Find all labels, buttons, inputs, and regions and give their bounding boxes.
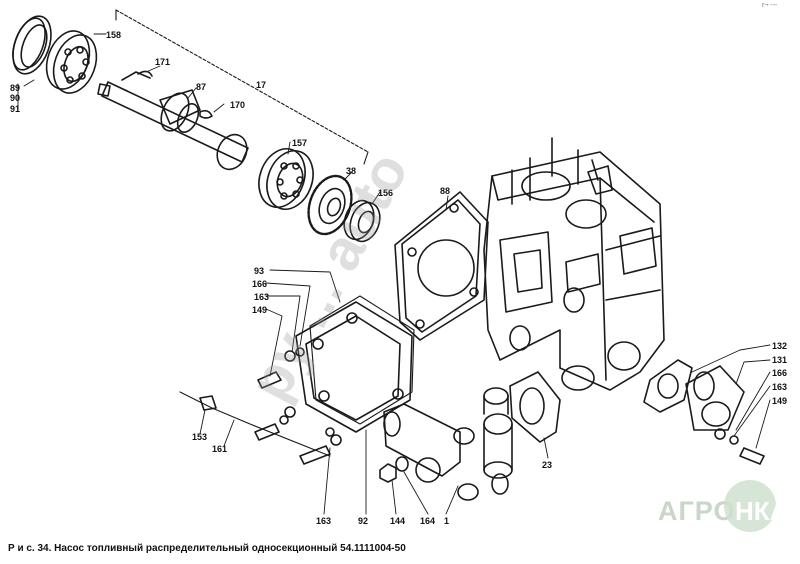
seal-ring — [12, 15, 52, 75]
label-171: 171 — [155, 57, 170, 67]
label-144: 144 — [390, 516, 405, 526]
corner-mark: r¬ --- — [762, 2, 778, 9]
nut-144 — [379, 463, 397, 483]
label-91: 91 — [10, 104, 20, 114]
logo-badge-text: НКА — [735, 496, 789, 526]
fitting-1 — [383, 387, 513, 501]
label-161: 161 — [212, 444, 227, 454]
label-163-upper: 163 — [254, 292, 269, 302]
label-158: 158 — [106, 30, 121, 40]
logo-text: АГРО — [658, 496, 736, 526]
seal-wire-161 — [179, 391, 331, 457]
label-164: 164 — [420, 516, 435, 526]
key-170 — [199, 109, 213, 119]
label-153: 153 — [192, 432, 207, 442]
assembly-bracket-17 — [115, 9, 369, 153]
pump-housing — [483, 137, 665, 391]
bearing-158 — [45, 30, 98, 94]
label-132: 132 — [772, 341, 787, 351]
label-38: 38 — [346, 166, 356, 176]
gasket-23 — [509, 371, 561, 443]
leader-lines — [17, 33, 771, 515]
gasket-132 — [643, 359, 693, 413]
label-163-right: 163 — [772, 382, 787, 392]
label-149-right: 149 — [772, 396, 787, 406]
label-166: 166 — [252, 279, 267, 289]
label-157: 157 — [292, 138, 307, 148]
label-89: 89 — [10, 83, 20, 93]
washer-164 — [395, 456, 409, 472]
label-1: 1 — [444, 516, 449, 526]
label-87: 87 — [196, 82, 206, 92]
camshaft-87 — [97, 71, 249, 171]
flange-131 — [685, 365, 745, 431]
label-92: 92 — [358, 516, 368, 526]
figure-caption: Р и с. 34. Насос топливный распределител… — [8, 543, 406, 554]
label-149: 149 — [252, 305, 267, 315]
label-93: 93 — [254, 266, 264, 276]
label-166-right: 166 — [772, 368, 787, 378]
gasket-92 — [309, 295, 415, 425]
gasket-88 — [394, 191, 489, 341]
gear-38 — [307, 174, 353, 236]
label-163-lower: 163 — [316, 516, 331, 526]
label-90: 90 — [10, 93, 20, 103]
label-17: 17 — [256, 80, 266, 90]
label-131: 131 — [772, 355, 787, 365]
label-23: 23 — [542, 460, 552, 470]
label-170: 170 — [230, 100, 245, 110]
cover-plate-93 — [295, 301, 413, 433]
label-88: 88 — [440, 186, 450, 196]
label-156: 156 — [378, 188, 393, 198]
bearing-156 — [343, 199, 381, 243]
logo-badge — [724, 480, 776, 532]
bearing-157 — [258, 148, 314, 210]
